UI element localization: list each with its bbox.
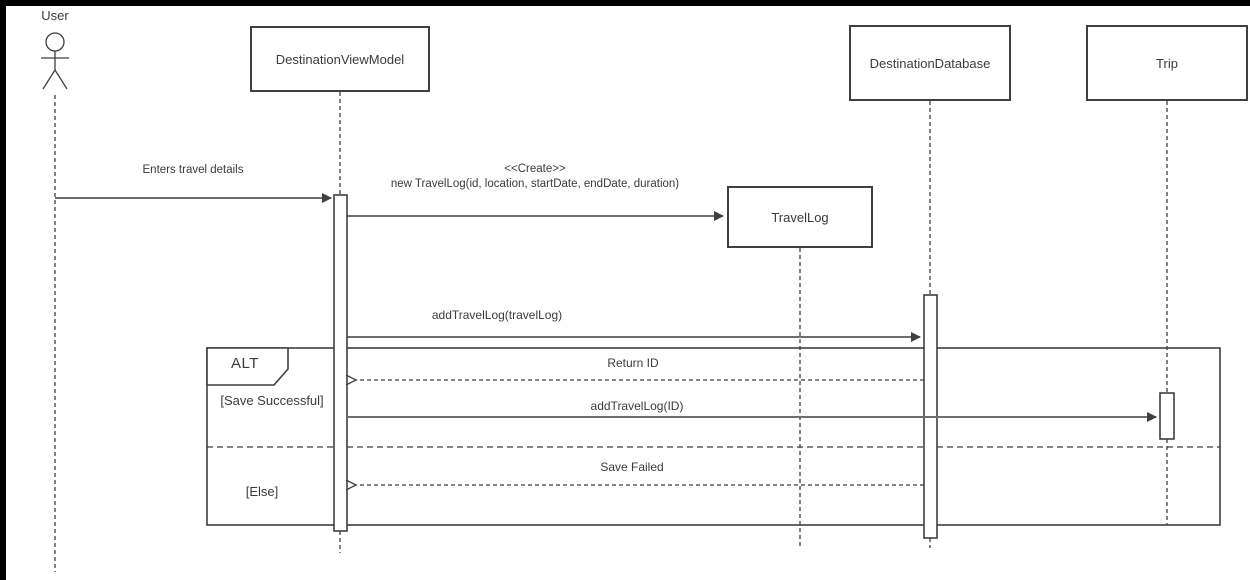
message-label-addtravellog-id: addTravelLog(ID) — [590, 399, 684, 413]
message-label-enters-travel-details: Enters travel details — [142, 164, 244, 176]
alt-guard-save-successful: [Save Successful] — [220, 393, 324, 408]
destinationviewmodel-activation-bar — [333, 194, 348, 532]
participant-user-label: User — [41, 8, 69, 23]
message-label-new-travellog: new TravelLog(id, location, startDate, e… — [390, 178, 680, 190]
message-label-return-id: Return ID — [607, 356, 659, 370]
participant-box-destinationdatabase: DestinationDatabase — [849, 25, 1011, 101]
message-stereotype-create: <<Create>> — [504, 163, 566, 175]
alt-operator-label: ALT — [231, 355, 259, 372]
trip-activation-bar — [1159, 392, 1175, 440]
user-actor-icon — [41, 32, 69, 90]
alt-operator-pentagon — [206, 347, 289, 386]
alt-guard-else: [Else] — [245, 484, 279, 499]
created-object-box-travellog: TravelLog — [727, 186, 873, 248]
message-label-addtravellog-travellog: addTravelLog(travelLog) — [431, 308, 563, 322]
message-label-save-failed: Save Failed — [600, 460, 664, 474]
participant-box-trip: Trip — [1086, 25, 1248, 101]
alt-frame — [206, 347, 1221, 526]
window-border-left — [0, 0, 6, 580]
window-border-top — [0, 0, 1250, 6]
participant-box-destinationviewmodel: DestinationViewModel — [250, 26, 430, 92]
